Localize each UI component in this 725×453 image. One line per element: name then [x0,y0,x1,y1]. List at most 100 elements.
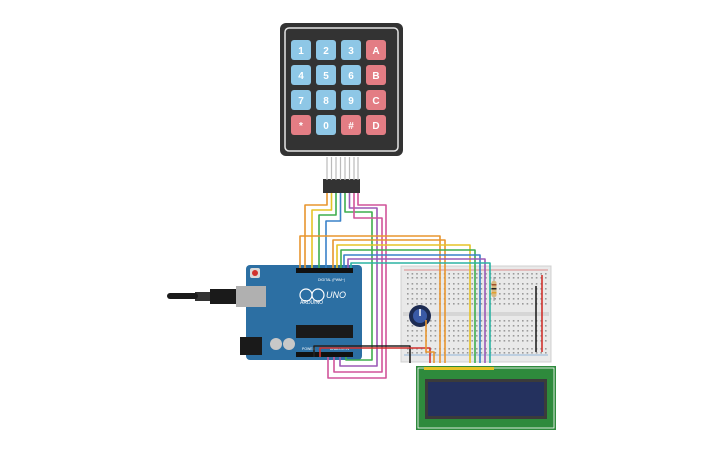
breadboard-hole[interactable] [457,348,460,350]
breadboard-hole[interactable] [503,283,506,285]
breadboard-hole[interactable] [434,330,437,332]
reset-button[interactable] [252,270,258,276]
breadboard-hole[interactable] [531,273,533,275]
breadboard-hole[interactable] [457,298,460,300]
breadboard-hole[interactable] [462,335,464,337]
breadboard-hole[interactable] [499,320,501,322]
breadboard[interactable] [400,265,552,363]
breadboard-hole[interactable] [434,277,437,279]
breadboard-hole[interactable] [411,335,414,337]
breadboard-hole[interactable] [480,325,483,327]
breadboard-hole[interactable] [503,298,506,300]
breadboard-hole[interactable] [522,273,524,275]
breadboard-hole[interactable] [508,277,510,279]
breadboard-hole[interactable] [517,293,519,295]
breadboard-hole[interactable] [545,330,547,332]
breadboard-hole[interactable] [457,340,460,342]
key-2[interactable] [316,40,336,60]
breadboard-hole[interactable] [508,325,510,327]
breadboard-hole[interactable] [448,283,450,285]
breadboard-hole[interactable] [407,335,409,337]
breadboard-hole[interactable] [531,348,533,350]
breadboard-hole[interactable] [448,288,450,290]
breadboard-hole[interactable] [453,320,455,322]
breadboard-hole[interactable] [540,273,542,275]
breadboard-hole[interactable] [430,320,432,322]
breadboard-hole[interactable] [462,277,464,279]
breadboard-hole[interactable] [457,320,460,322]
key-0[interactable] [316,115,336,135]
breadboard-hole[interactable] [457,288,460,290]
breadboard-hole[interactable] [522,277,524,279]
breadboard-hole[interactable] [512,298,515,300]
breadboard-hole[interactable] [545,298,547,300]
breadboard-hole[interactable] [494,303,496,305]
breadboard-hole[interactable] [407,340,409,342]
breadboard-hole[interactable] [448,348,450,350]
breadboard-hole[interactable] [448,293,450,295]
breadboard-hole[interactable] [457,283,460,285]
breadboard-hole[interactable] [485,352,487,354]
breadboard-hole[interactable] [448,330,450,332]
breadboard-hole[interactable] [480,283,483,285]
breadboard-hole[interactable] [512,325,515,327]
breadboard-hole[interactable] [457,335,460,337]
breadboard-hole[interactable] [453,330,455,332]
breadboard-hole[interactable] [494,352,496,354]
breadboard-hole[interactable] [411,273,414,275]
breadboard-hole[interactable] [517,283,519,285]
breadboard-hole[interactable] [416,352,418,354]
breadboard-hole[interactable] [508,330,510,332]
breadboard-hole[interactable] [466,348,469,350]
breadboard-hole[interactable] [471,352,473,354]
breadboard-hole[interactable] [471,348,473,350]
breadboard-hole[interactable] [508,335,510,337]
breadboard-hole[interactable] [499,283,501,285]
breadboard-hole[interactable] [485,288,487,290]
breadboard-hole[interactable] [499,273,501,275]
breadboard-hole[interactable] [462,298,464,300]
breadboard-hole[interactable] [411,325,414,327]
breadboard-hole[interactable] [407,303,409,305]
breadboard-hole[interactable] [480,335,483,337]
breadboard-hole[interactable] [425,288,427,290]
breadboard-hole[interactable] [457,352,460,354]
breadboard-hole[interactable] [517,288,519,290]
breadboard-hole[interactable] [545,283,547,285]
breadboard-hole[interactable] [508,293,510,295]
breadboard-hole[interactable] [517,325,519,327]
breadboard-hole[interactable] [512,348,515,350]
breadboard-hole[interactable] [531,293,533,295]
breadboard-hole[interactable] [448,352,450,354]
breadboard-hole[interactable] [471,277,473,279]
breadboard-hole[interactable] [471,293,473,295]
breadboard-hole[interactable] [485,277,487,279]
key-3[interactable] [341,40,361,60]
resistor[interactable] [491,277,497,301]
breadboard-hole[interactable] [466,303,469,305]
breadboard-hole[interactable] [476,273,478,275]
breadboard-hole[interactable] [499,330,501,332]
breadboard-hole[interactable] [420,335,423,337]
breadboard-hole[interactable] [517,320,519,322]
breadboard-hole[interactable] [499,277,501,279]
breadboard-hole[interactable] [531,352,533,354]
breadboard-hole[interactable] [471,330,473,332]
breadboard-hole[interactable] [522,348,524,350]
breadboard-hole[interactable] [425,283,427,285]
breadboard-hole[interactable] [420,352,423,354]
breadboard-hole[interactable] [499,298,501,300]
breadboard-hole[interactable] [430,340,432,342]
breadboard-hole[interactable] [430,303,432,305]
breadboard-hole[interactable] [420,288,423,290]
breadboard-hole[interactable] [499,348,501,350]
breadboard-hole[interactable] [453,277,455,279]
breadboard-hole[interactable] [517,298,519,300]
breadboard-hole[interactable] [480,348,483,350]
breadboard-hole[interactable] [476,335,478,337]
breadboard-hole[interactable] [471,340,473,342]
breadboard-hole[interactable] [540,352,542,354]
breadboard-hole[interactable] [480,293,483,295]
breadboard-hole[interactable] [480,320,483,322]
